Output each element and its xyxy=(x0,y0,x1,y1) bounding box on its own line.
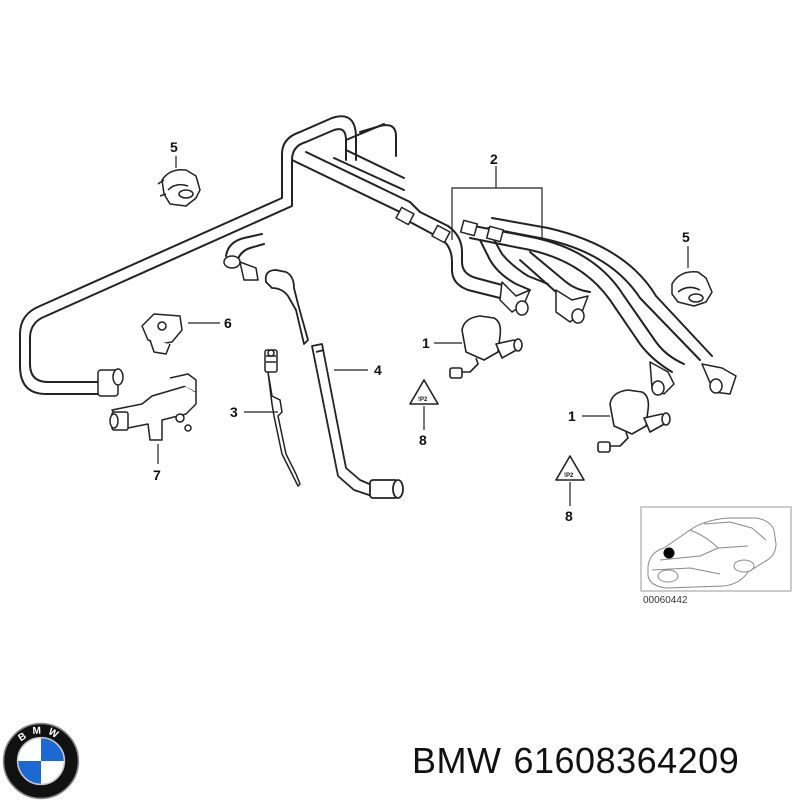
callout-8-upper: 8 xyxy=(419,432,427,448)
hose-assembly xyxy=(19,115,737,397)
part-1-nozzle-lower xyxy=(597,389,671,453)
location-marker-dot xyxy=(663,547,675,559)
callout-2: 2 xyxy=(490,151,498,167)
car-location-inset: 00060442 xyxy=(640,506,792,606)
callout-1-upper: 1 xyxy=(422,335,430,351)
part-8-warning-label-lower: !P2 xyxy=(555,455,585,481)
part-8-warning-label-upper: !P2 xyxy=(409,379,439,405)
warning-label-text-upper: !P2 xyxy=(418,397,428,403)
callout-1-lower: 1 xyxy=(568,408,576,424)
callout-6: 6 xyxy=(224,315,232,331)
part-5-clip-left xyxy=(157,168,201,207)
callout-3: 3 xyxy=(230,404,238,420)
part-1-nozzle-upper xyxy=(449,315,523,379)
callout-5-left: 5 xyxy=(170,139,178,155)
leader-lines xyxy=(157,156,689,506)
part-4-hose xyxy=(264,269,404,499)
callout-7: 7 xyxy=(153,467,161,483)
part-3-sensor-rod xyxy=(264,349,301,488)
part-5-clip-right xyxy=(671,271,713,307)
callout-8-lower: 8 xyxy=(565,508,573,524)
part-caption: BMW 61608364209 xyxy=(412,740,739,782)
part-6-clip xyxy=(141,313,183,355)
caption-brand: BMW xyxy=(412,740,502,781)
inset-reference-number: 00060442 xyxy=(643,595,688,606)
part-7-bracket xyxy=(109,373,197,441)
callout-5-right: 5 xyxy=(682,229,690,245)
warning-label-text-lower: !P2 xyxy=(564,473,574,479)
caption-part-number: 61608364209 xyxy=(513,740,740,781)
bmw-logo: BMW xyxy=(2,722,80,800)
callout-numbers: 5 5 2 6 3 4 1 1 7 8 8 xyxy=(153,139,690,524)
callout-4: 4 xyxy=(374,362,382,378)
